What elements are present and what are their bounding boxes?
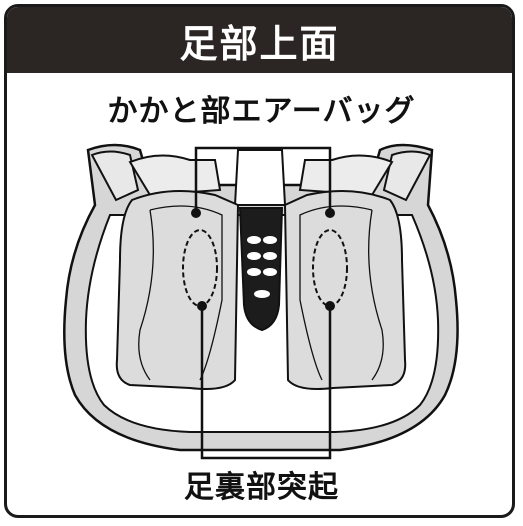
right-cuff [382, 150, 432, 202]
center-post [233, 149, 287, 206]
control-button [254, 290, 270, 298]
control-button [247, 268, 261, 276]
control-panel-icon [238, 207, 284, 332]
sole-protrusion-leader [200, 306, 332, 460]
right-foot-well [283, 190, 407, 390]
control-button [247, 236, 261, 244]
page-title: 足部上面 [179, 21, 340, 66]
left-sole-dot [197, 301, 207, 311]
title-bar: 足部上面 [7, 7, 512, 73]
right-sole-dot [325, 301, 335, 311]
left-foot-contour [138, 205, 223, 381]
left-cuff [90, 150, 140, 202]
left-heel-airbag-dot [191, 208, 201, 218]
control-button [247, 252, 261, 260]
right-foot-contour [299, 205, 384, 381]
control-button [263, 252, 277, 260]
control-button [263, 236, 277, 244]
control-button [263, 268, 277, 276]
right-heel-airbag-dot [325, 208, 335, 218]
heel-airbag-leader [194, 146, 332, 213]
right-cuff-top [298, 154, 394, 197]
left-cuff-top [128, 154, 222, 197]
sole-protrusion-label: 足裏部突起 [184, 470, 339, 505]
left-foot-well [115, 190, 240, 390]
heel-airbag-label: かかと部エアーバッグ [107, 94, 416, 129]
